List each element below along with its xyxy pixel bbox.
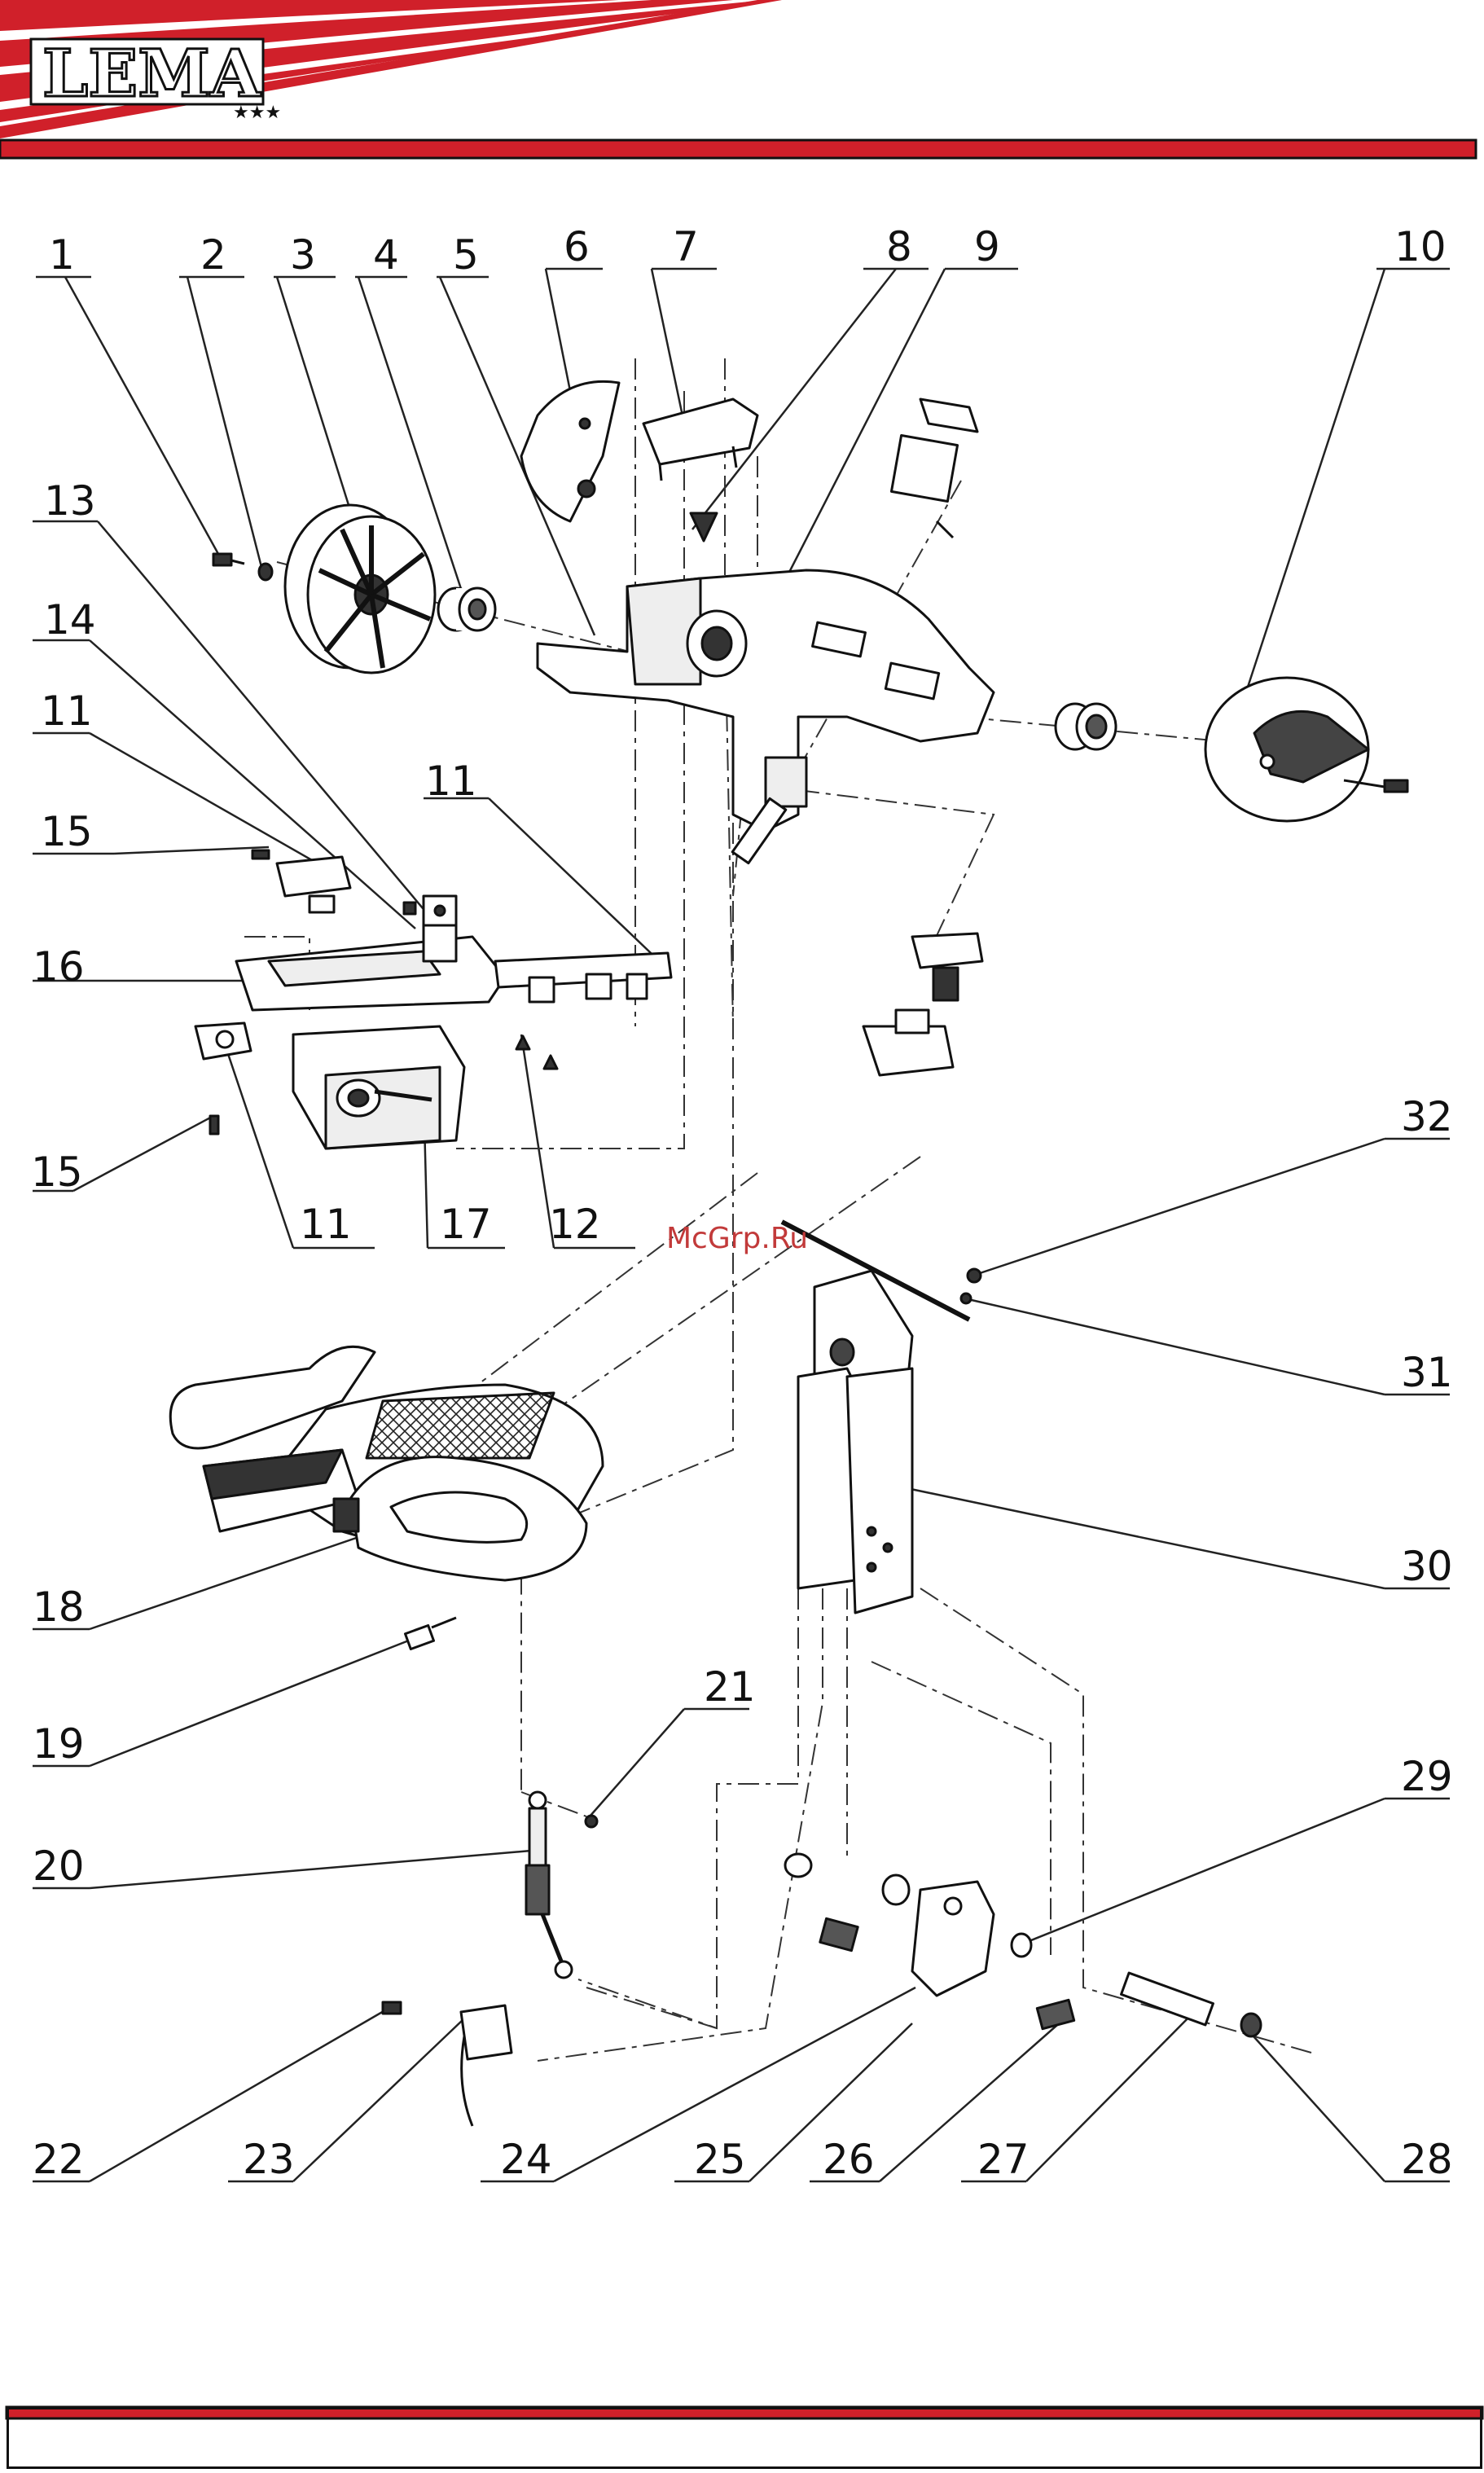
- callout-18: 18: [33, 1584, 85, 1631]
- callout-11: 11: [300, 1201, 352, 1248]
- part-29-washer: [1012, 1934, 1031, 1957]
- right-bushing: [1056, 704, 1116, 749]
- callout-27: 27: [977, 2136, 1030, 2183]
- part-17-motor-housing: [293, 1026, 464, 1149]
- callout-28: 28: [1401, 2136, 1453, 2183]
- part-14-spacer: [404, 903, 415, 914]
- callout-5: 5: [453, 231, 479, 279]
- part-3-spoked-wheel: [285, 505, 435, 673]
- brand-stars: ★★★: [233, 103, 281, 123]
- part-22-screw: [383, 2002, 401, 2014]
- callout-32: 32: [1401, 1093, 1453, 1140]
- callout-26: 26: [823, 2136, 875, 2183]
- callout-17: 17: [440, 1201, 492, 1248]
- callout-2: 2: [200, 231, 226, 279]
- callout-21: 21: [704, 1663, 756, 1711]
- part-9-console-body: [538, 570, 994, 831]
- callout-22: 22: [33, 2136, 85, 2183]
- callout-14: 14: [44, 596, 96, 644]
- part-1-screw: [213, 554, 244, 565]
- callout-13: 13: [44, 477, 96, 525]
- callout-30: 30: [1401, 1543, 1453, 1590]
- part-2-washer: [259, 564, 272, 580]
- callout-20: 20: [33, 1843, 85, 1890]
- part-24-clevis-mount: [785, 1854, 994, 1996]
- callout-23: 23: [243, 2136, 295, 2183]
- part-19-bolt: [405, 1618, 456, 1649]
- part-32-nut: [968, 1269, 981, 1282]
- part-23-cable-bracket: [461, 2005, 511, 2126]
- part-16-mount-bracket: [236, 912, 505, 1010]
- part-30-support-column: [798, 1271, 912, 1613]
- callout-31: 31: [1401, 1349, 1453, 1396]
- part-26-screw: [1037, 2000, 1073, 2028]
- part-10-handwheel: [1205, 678, 1407, 821]
- callout-11: 11: [425, 758, 477, 805]
- callout-1: 1: [49, 231, 75, 279]
- brand-name: LEMA: [42, 35, 261, 112]
- callout-6: 6: [564, 223, 590, 270]
- part-28-washer: [1241, 2014, 1261, 2036]
- callout-15: 15: [31, 1149, 83, 1196]
- callout-16: 16: [33, 943, 85, 991]
- callout-15: 15: [41, 808, 93, 855]
- part-11-circuit-board: [495, 953, 671, 1002]
- part-25-bolt: [820, 1918, 858, 1950]
- callout-11: 11: [41, 687, 93, 735]
- brand-logo: LEMA ★★★: [31, 35, 281, 123]
- part-13-clip: [424, 896, 456, 925]
- part-4-bushing: [438, 588, 495, 630]
- footer-box: [7, 2407, 1482, 2469]
- part-21-nut: [586, 1816, 597, 1827]
- part-12-screws: [516, 1036, 557, 1069]
- callout-4: 4: [373, 231, 399, 279]
- callout-7: 7: [673, 223, 699, 270]
- callout-25: 25: [694, 2136, 746, 2183]
- callout-12: 12: [549, 1201, 601, 1248]
- callout-9: 9: [974, 223, 1000, 270]
- callout-19: 19: [33, 1720, 85, 1768]
- callout-29: 29: [1401, 1753, 1453, 1800]
- rocker-switch: [891, 399, 977, 538]
- part-18-cushion-pad: [170, 1346, 603, 1580]
- callout-3: 3: [290, 231, 316, 279]
- watermark-text: McGrp.Ru: [666, 1222, 808, 1255]
- part-15-micro-switch-top: [252, 850, 350, 912]
- callout-10: 10: [1394, 223, 1447, 270]
- callout-24: 24: [500, 2136, 552, 2183]
- callout-8: 8: [886, 223, 912, 270]
- push-button-switch: [863, 933, 982, 1075]
- part-15-micro-switch-bottom: [195, 1023, 251, 1134]
- part-20-gas-strut: [526, 1792, 572, 1978]
- part-27-pin: [1122, 1973, 1214, 2025]
